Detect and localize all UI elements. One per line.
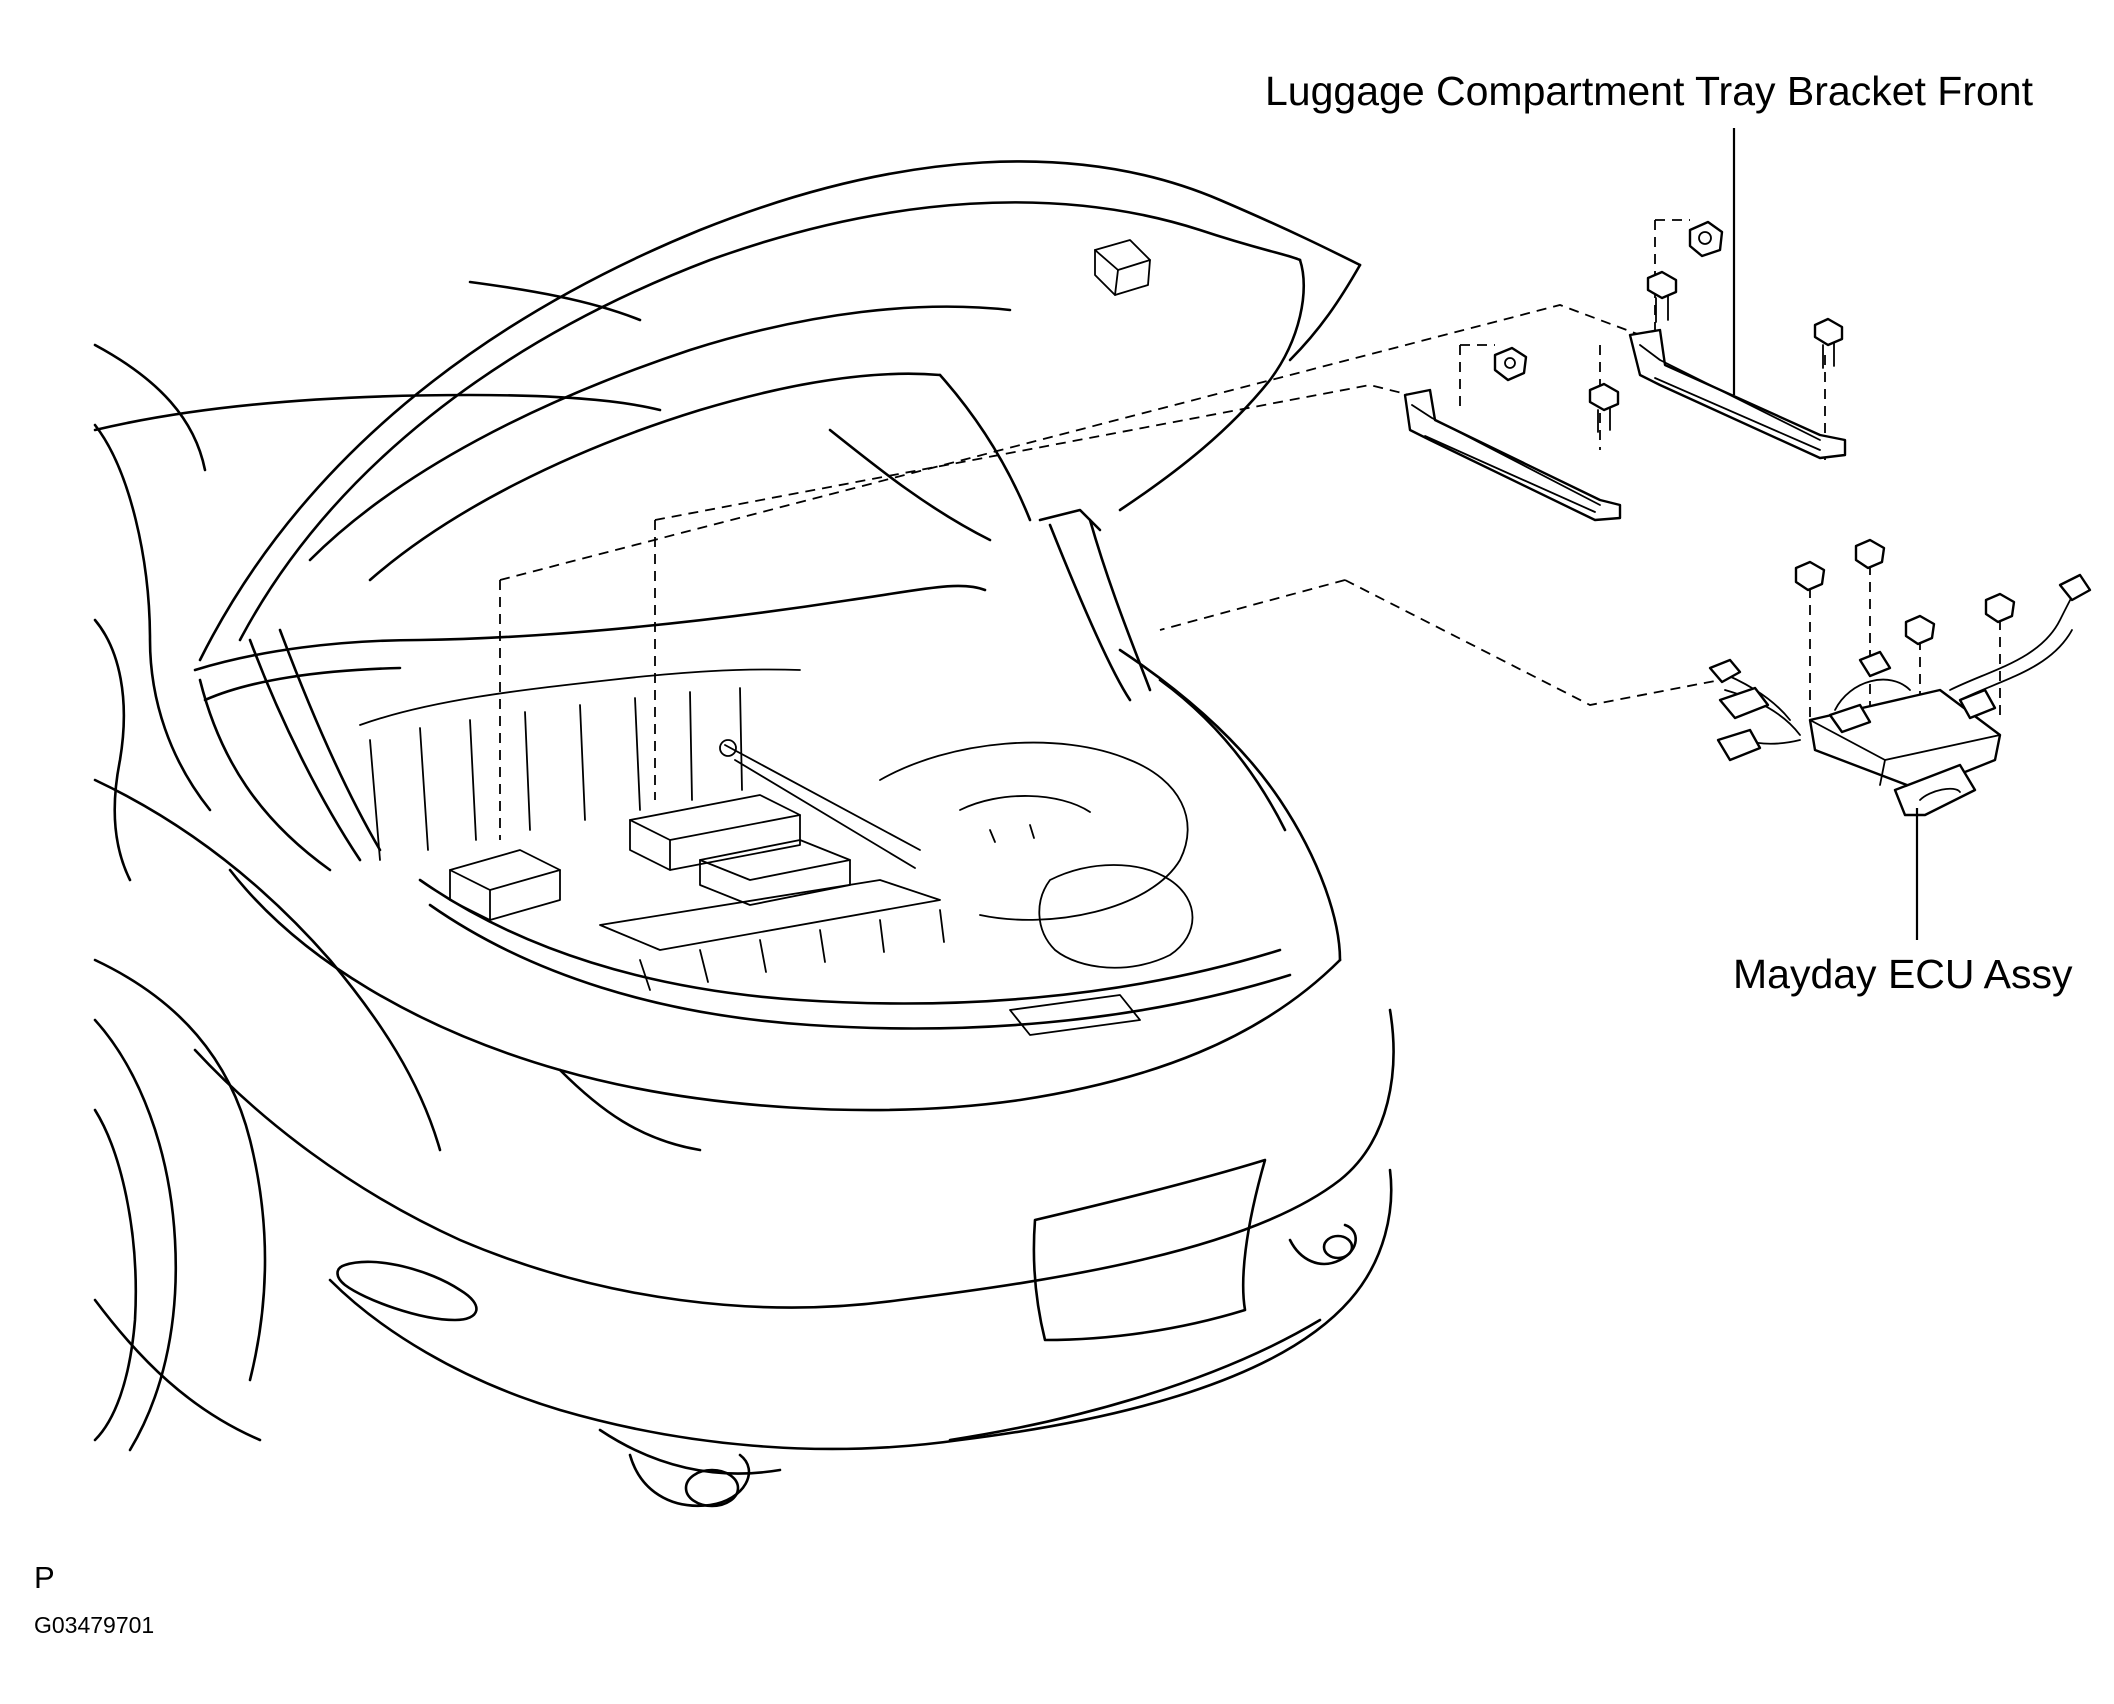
assembly-lines — [499, 219, 2001, 840]
figure-code: G03479701 — [34, 1612, 155, 1638]
tray-bracket-rear — [1628, 328, 1847, 460]
fasteners — [1493, 220, 2016, 646]
mayday-ecu — [1708, 573, 2092, 817]
tray-bracket-front — [1403, 388, 1622, 522]
trunk-opening — [193, 508, 1342, 1036]
bracket-label: Luggage Compartment Tray Bracket Front — [1265, 68, 2033, 114]
car-body — [93, 280, 1395, 1508]
trunk-lid — [198, 160, 1362, 662]
view-letter: P — [34, 1560, 55, 1595]
ecu-label: Mayday ECU Assy — [1733, 951, 2073, 997]
leader-lines — [1732, 128, 1919, 940]
